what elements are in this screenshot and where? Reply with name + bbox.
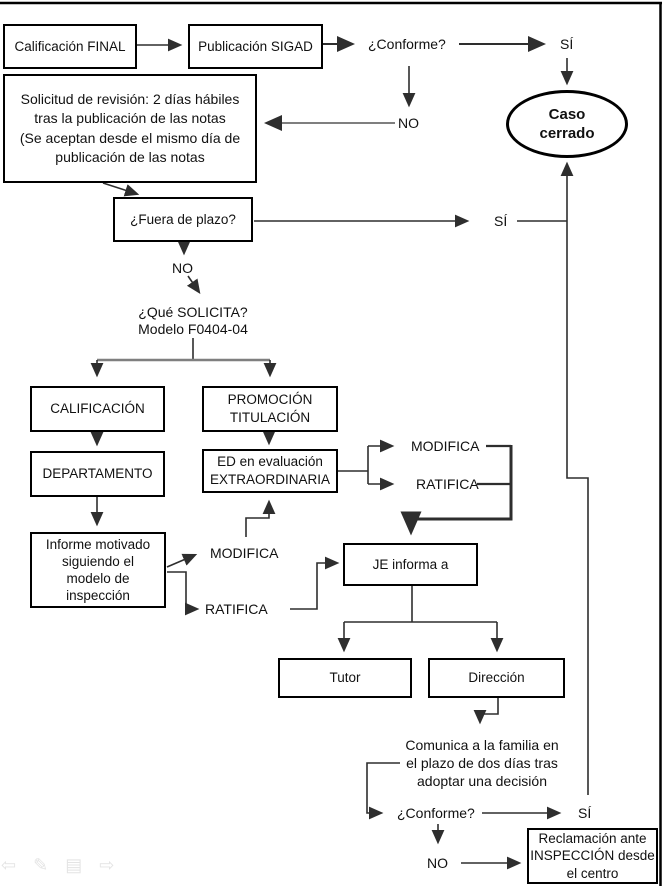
box-informe-motivado: Informe motivado siguiendo el modelo de …: [30, 532, 166, 608]
label-si-bottom: SÍ: [578, 805, 592, 821]
box-line: inspección: [66, 588, 130, 603]
pen-icon[interactable]: ✎: [33, 854, 49, 875]
box-label: JE informa a: [372, 556, 449, 572]
terminator-caso-cerrado: Caso cerrado: [506, 90, 628, 158]
label-si-top: SÍ: [560, 36, 574, 52]
box-line: tras la publicación de las notas: [34, 110, 226, 126]
box-line: modelo de: [66, 571, 130, 586]
box-label: DEPARTAMENTO: [42, 466, 153, 481]
box-line: Solicitud de revisión: 2 días hábiles: [20, 90, 240, 107]
box-line: (Se aceptan desde el mismo día de: [19, 129, 241, 146]
box-reclamacion-inspeccion: Reclamación ante INSPECCIÓN desde el cen…: [527, 828, 658, 884]
box-line: INSPECCIÓN desde: [530, 848, 655, 864]
box-label: Tutor: [329, 670, 361, 685]
label-modifica-left: MODIFICA: [210, 545, 279, 561]
terminator-line: Caso: [548, 106, 586, 123]
next-slide-icon[interactable]: ⇨: [99, 854, 115, 875]
label-line: ¿Qué SOLICITA?: [138, 304, 248, 320]
box-label: ¿Fuera de plazo?: [130, 211, 236, 227]
label-que-solicita: ¿Qué SOLICITA? Modelo F0404-04: [118, 304, 268, 338]
label-ratifica-right: RATIFICA: [416, 476, 479, 492]
box-line: TITULACIÓN: [229, 410, 311, 425]
box-line: Informe motivado: [45, 537, 151, 552]
terminator-line: cerrado: [539, 125, 595, 142]
box-fuera-de-plazo: ¿Fuera de plazo?: [113, 197, 253, 242]
slides-menu-icon[interactable]: ▤: [65, 854, 83, 875]
label-line: adoptar una decisión: [417, 773, 547, 789]
box-line: Reclamación ante: [538, 830, 647, 846]
box-line: ED en evaluación: [217, 454, 323, 469]
label-no-top: NO: [398, 115, 419, 131]
label-line: Modelo F0404-04: [138, 321, 248, 337]
box-line: el centro: [566, 865, 619, 881]
box-calificacion-final: Calificación FINAL: [3, 24, 137, 69]
previous-slide-icon[interactable]: ⇦: [1, 854, 17, 875]
label-conforme-top: ¿Conforme?: [368, 36, 446, 52]
box-ed-extraordinaria: ED en evaluación EXTRAORDINARIA: [202, 449, 338, 493]
label-modifica-right: MODIFICA: [411, 438, 480, 454]
box-label: Calificación FINAL: [14, 38, 126, 54]
box-line: PROMOCIÓN: [227, 392, 313, 407]
flow-arrows: [90, 36, 589, 870]
box-solicitud-revision: Solicitud de revisión: 2 días hábiles tr…: [3, 74, 257, 183]
label-no-bottom: NO: [427, 855, 448, 871]
box-line: EXTRAORDINARIA: [209, 472, 331, 487]
box-line: publicación de las notas: [55, 149, 205, 165]
box-promocion-titulacion: PROMOCIÓN TITULACIÓN: [202, 386, 338, 432]
label-comunica-familia: Comunica a la familia en el plazo de dos…: [396, 736, 568, 790]
box-departamento: DEPARTAMENTO: [30, 451, 165, 497]
label-ratifica-left: RATIFICA: [205, 601, 268, 617]
box-label: CALIFICACIÓN: [50, 401, 145, 416]
box-label: Dirección: [468, 670, 525, 685]
box-je-informa: JE informa a: [343, 543, 478, 586]
label-line: el plazo de dos días tras: [406, 755, 558, 771]
box-direccion: Dirección: [428, 658, 565, 698]
box-calificacion: CALIFICACIÓN: [30, 386, 165, 432]
box-tutor: Tutor: [278, 658, 412, 698]
box-label: Publicación SIGAD: [198, 38, 313, 54]
label-line: Comunica a la familia en: [405, 737, 559, 753]
label-si-mid: SÍ: [494, 213, 508, 229]
label-conforme-bottom: ¿Conforme?: [397, 805, 475, 821]
box-publicacion-sigad: Publicación SIGAD: [188, 24, 323, 69]
box-line: siguiendo el: [61, 554, 135, 569]
presenter-toolbar: ⇦ ✎ ▤ ⇨: [1, 853, 131, 877]
label-no-mid: NO: [172, 260, 193, 276]
